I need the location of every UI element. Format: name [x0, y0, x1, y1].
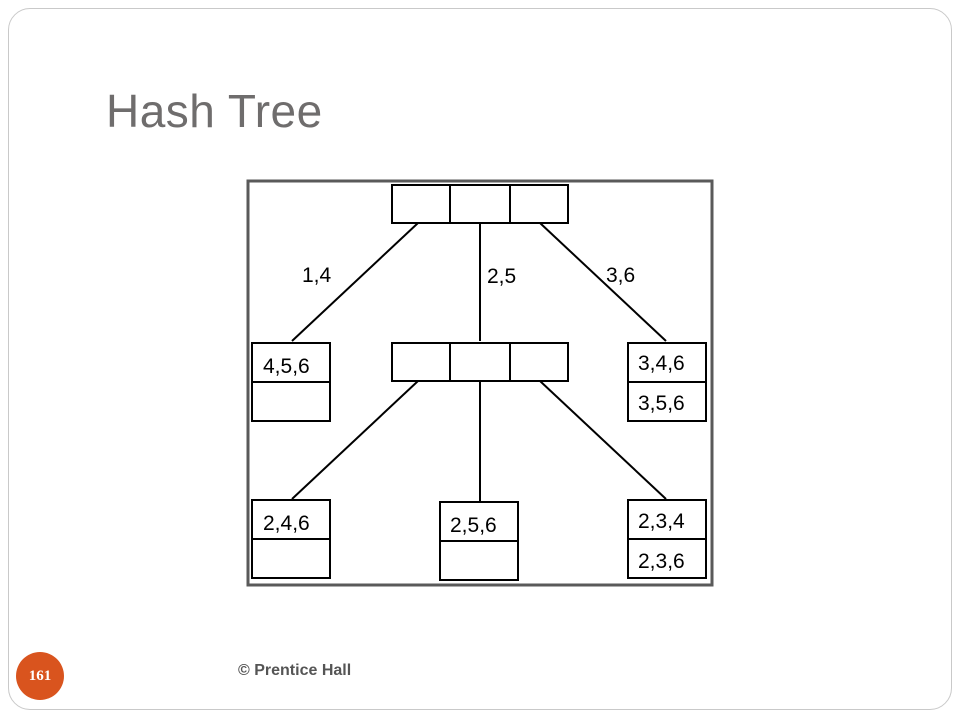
leaf-bottom-left: 2,4,6 [251, 499, 331, 579]
leaf-top-right-entry-1: 3,4,6 [638, 352, 685, 375]
leaf-bottom-middle-entry-1: 2,5,6 [450, 514, 497, 537]
edge-label-left: 1,4 [302, 264, 332, 287]
leaf-bottom-middle: 2,5,6 [439, 501, 519, 581]
page-number: 161 [28, 667, 52, 684]
leaf-bottom-right-entry-1: 2,3,4 [638, 510, 685, 533]
leaf-top-left: 4,5,6 [251, 342, 331, 422]
root-node [391, 184, 569, 224]
hash-tree-svg: 1,4 2,5 3,6 4,5,6 3,4,6 3,5,6 [246, 179, 714, 587]
root-edges [291, 222, 667, 342]
internal-cell-2 [449, 342, 511, 382]
leaf-bottom-right: 2,3,4 2,3,6 [627, 499, 707, 579]
leaf-top-left-entry-1: 4,5,6 [263, 355, 310, 378]
root-cell-2 [449, 184, 511, 224]
leaf-top-right: 3,4,6 3,5,6 [627, 342, 707, 422]
leaf-bottom-left-entry-1: 2,4,6 [263, 512, 310, 535]
footer-copyright: © Prentice Hall [238, 662, 352, 679]
internal-cell-1 [391, 342, 451, 382]
root-cell-1 [391, 184, 451, 224]
internal-edges [291, 380, 667, 501]
hash-tree-diagram: 1,4 2,5 3,6 4,5,6 3,4,6 3,5,6 [246, 179, 714, 587]
edge-label-right: 3,6 [606, 264, 635, 287]
root-cell-3 [509, 184, 569, 224]
edge-root-left [291, 222, 419, 342]
leaf-top-right-entry-2: 3,5,6 [638, 392, 685, 415]
edge-label-middle: 2,5 [487, 265, 516, 288]
internal-cell-3 [509, 342, 569, 382]
page-number-badge: 161 [16, 652, 64, 700]
edge-internal-left [291, 380, 419, 500]
internal-node [391, 342, 569, 382]
edge-root-right [539, 222, 667, 342]
slide-title: Hash Tree [106, 85, 323, 137]
leaf-bottom-right-entry-2: 2,3,6 [638, 550, 685, 573]
edge-internal-right [539, 380, 667, 500]
